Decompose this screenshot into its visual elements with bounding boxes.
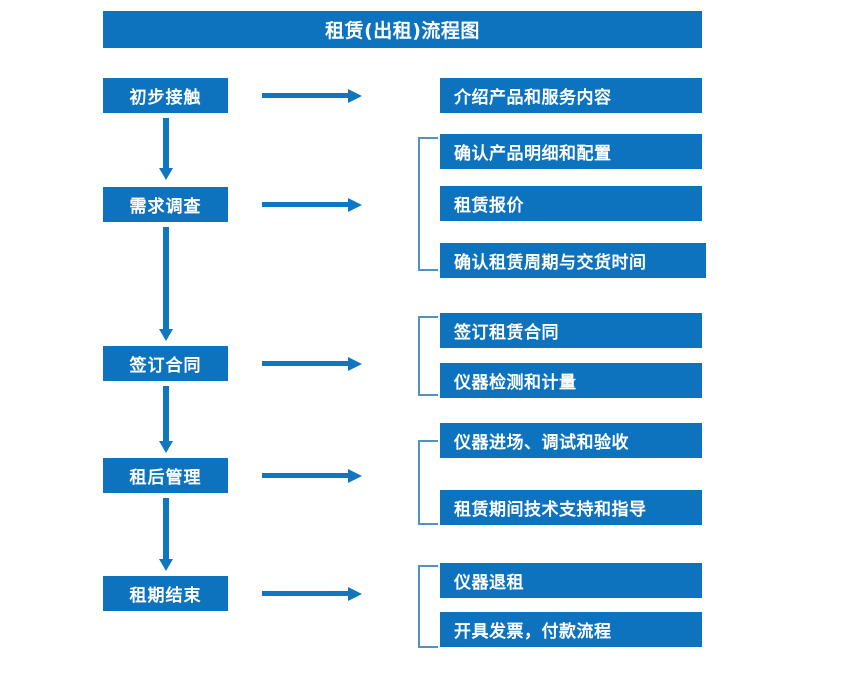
flow-arrow-4	[262, 468, 362, 484]
connector-arrow-2	[158, 227, 174, 341]
detail-box-10[interactable]: 开具发票，付款流程	[440, 612, 702, 647]
detail-box-5[interactable]: 签订租赁合同	[440, 313, 702, 348]
flow-arrow-5	[262, 586, 362, 602]
group-bracket-2	[418, 137, 438, 271]
detail-box-6[interactable]: 仪器检测和计量	[440, 363, 702, 398]
detail-box-8[interactable]: 租赁期间技术支持和指导	[440, 490, 702, 525]
flow-arrow-1	[262, 88, 362, 104]
stage-box-2[interactable]: 需求调查	[103, 187, 228, 222]
stage-box-1[interactable]: 初步接触	[103, 78, 228, 113]
connector-arrow-1	[158, 118, 174, 180]
stage-box-5[interactable]: 租期结束	[103, 576, 228, 611]
detail-box-3[interactable]: 租赁报价	[440, 186, 702, 221]
detail-box-1[interactable]: 介绍产品和服务内容	[440, 78, 702, 113]
group-bracket-5	[418, 565, 438, 648]
detail-box-7[interactable]: 仪器进场、调试和验收	[440, 423, 702, 458]
connector-arrow-4	[158, 498, 174, 571]
stage-box-3[interactable]: 签订合同	[103, 346, 228, 381]
stage-box-4[interactable]: 租后管理	[103, 458, 228, 493]
group-bracket-4	[418, 440, 438, 525]
group-bracket-3	[418, 316, 438, 396]
detail-box-9[interactable]: 仪器退租	[440, 563, 702, 598]
detail-box-2[interactable]: 确认产品明细和配置	[440, 134, 702, 169]
connector-arrow-3	[158, 386, 174, 453]
detail-box-4[interactable]: 确认租赁周期与交货时间	[440, 243, 706, 278]
flow-arrow-2	[262, 197, 362, 213]
flow-arrow-3	[262, 356, 362, 372]
flowchart-title: 租赁(出租)流程图	[103, 11, 702, 48]
